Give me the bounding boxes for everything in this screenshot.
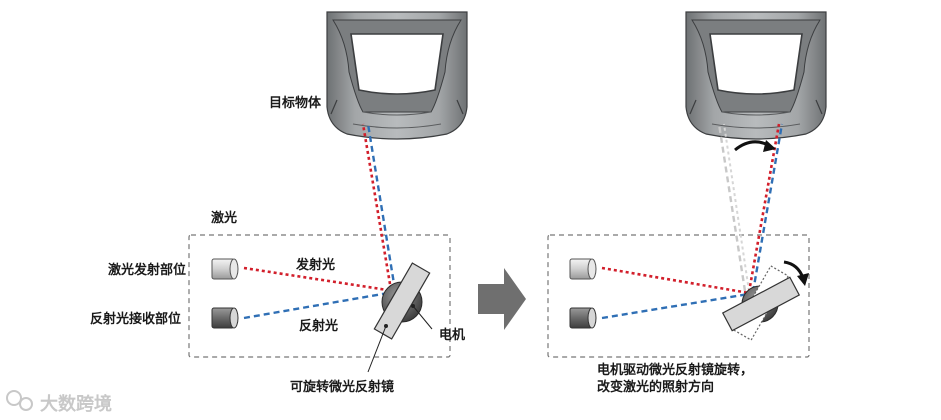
emit-light-label: 发射光 xyxy=(295,257,335,273)
previous-beam-right xyxy=(717,123,747,292)
reflect-beam-left xyxy=(243,290,395,320)
emitter-label: 激光发射部位 xyxy=(108,262,186,278)
emit-beam-right xyxy=(601,266,750,295)
laser-box-title: 激光 xyxy=(211,210,237,226)
transition-arrow xyxy=(478,268,526,330)
receiver-component-right xyxy=(569,307,597,329)
target-object-label: 目标物体 xyxy=(269,95,322,111)
caption-line-2: 改变激光的照射方向 xyxy=(597,379,714,395)
right-panel: 电机驱动微光反射镜旋转， 改变激光的照射方向 xyxy=(547,11,827,395)
left-panel: 目标物体 激光 激光发射部位 反射光接收部位 发射光 反射光 电机 可旋转微光反… xyxy=(90,11,468,395)
emit-beam-up-right xyxy=(747,123,781,293)
emit-beam-left xyxy=(243,266,395,293)
caption-line-1: 电机驱动微光反射镜旋转， xyxy=(597,362,753,378)
emit-beam-up-left xyxy=(361,123,393,291)
reflect-beam-up-right xyxy=(751,123,784,293)
receiver-label: 反射光接收部位 xyxy=(90,311,181,327)
mirror-label: 可旋转微光反射镜 xyxy=(290,379,394,395)
watermark-text: 大数跨境 xyxy=(40,393,112,415)
target-car-right xyxy=(685,11,827,140)
mirror-right xyxy=(721,276,801,332)
watermark: 大数跨境 xyxy=(6,390,112,415)
target-car-left xyxy=(326,11,468,140)
lidar-box-left xyxy=(188,234,451,358)
mirror-leader xyxy=(367,325,387,373)
lidar-box-right xyxy=(547,234,810,358)
watermark-logo-icon xyxy=(6,390,22,406)
motor-leader xyxy=(412,305,433,330)
reflect-beam-up-left xyxy=(366,123,397,291)
motor-label: 电机 xyxy=(439,327,465,343)
reflect-beam-right xyxy=(601,292,750,320)
receiver-component xyxy=(211,307,239,329)
emitter-component-right xyxy=(569,258,597,280)
emitter-component xyxy=(211,258,239,280)
reflect-light-label: 反射光 xyxy=(299,318,338,334)
